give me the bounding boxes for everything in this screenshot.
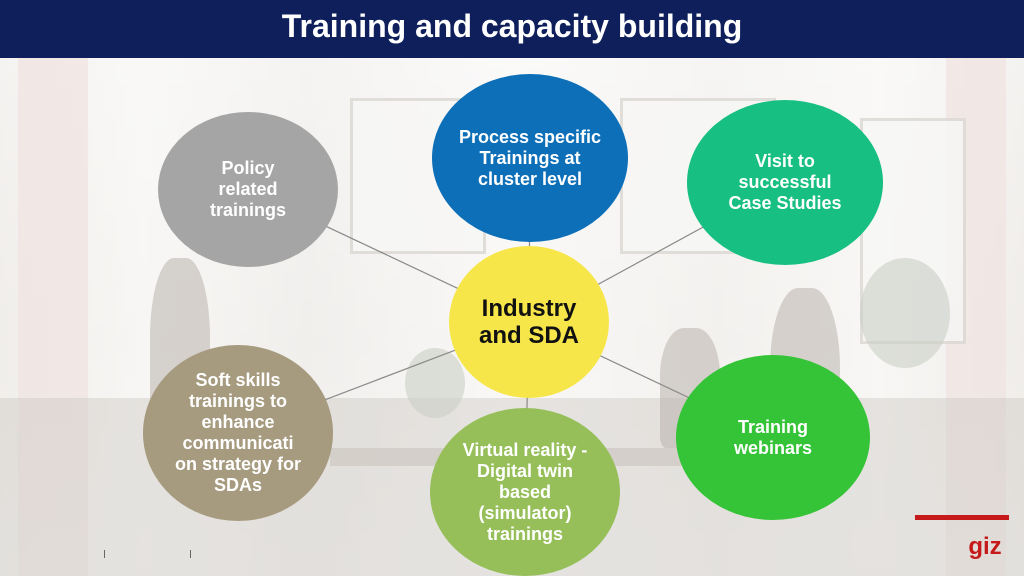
node-virtual-reality: Virtual reality -Digital twin based (sim… [430,408,620,576]
node-label: Process specific Trainings at cluster le… [458,126,602,189]
node-label: Visit to successful Case Studies [728,151,842,213]
footer-divider [190,550,191,558]
footer-divider [104,550,105,558]
giz-logo: giz [968,533,1002,560]
center-node-label: Industry and SDA [478,295,579,349]
node-label: Training webinars [733,416,813,458]
node-soft-skills: Soft skills trainings to enhance communi… [143,345,333,521]
title-bar [0,0,1024,58]
node-training-webinars: Training webinars [676,355,870,520]
brand-bar [915,515,1009,520]
node-label: Policy related trainings [209,158,286,220]
center-node-industry-sda: Industry and SDA [449,246,609,398]
node-policy-trainings: Policy related trainings [158,112,338,267]
node-label: Soft skills trainings to enhance communi… [174,370,302,495]
page-title: Training and capacity building [281,8,743,44]
node-label: Virtual reality -Digital twin based (sim… [462,439,588,544]
node-process-trainings: Process specific Trainings at cluster le… [432,74,628,242]
node-case-studies: Visit to successful Case Studies [687,100,883,265]
